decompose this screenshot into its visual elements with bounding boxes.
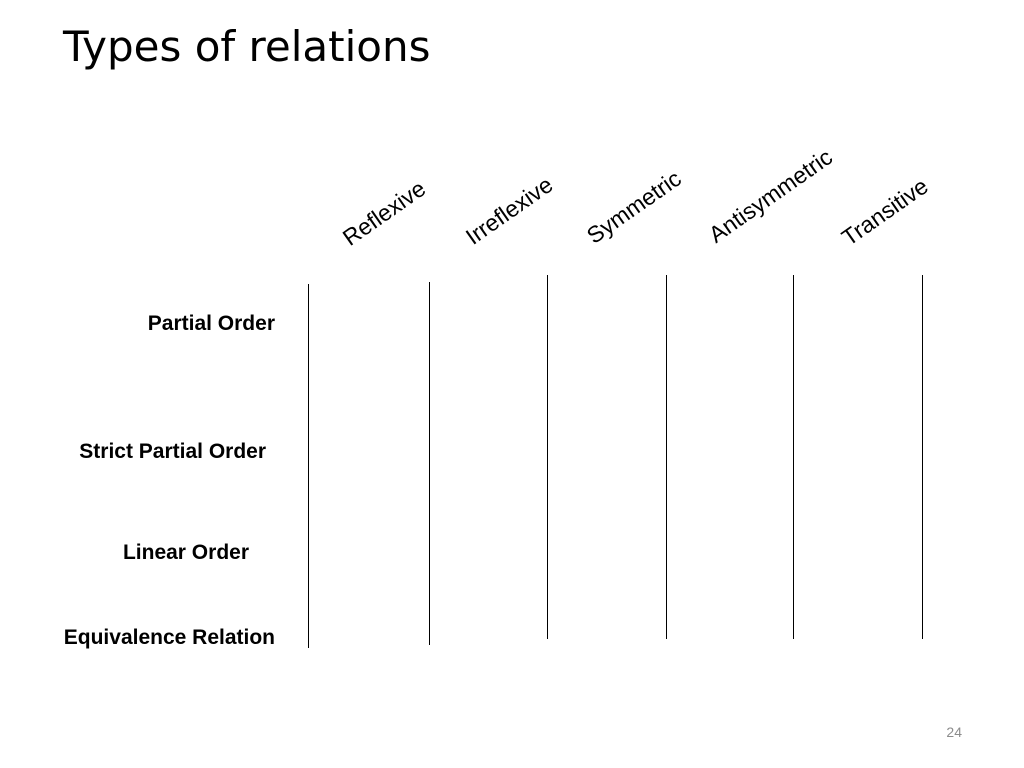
grid-line-6 <box>922 275 923 639</box>
column-header-irreflexive: Irreflexive <box>460 171 558 250</box>
grid-line-2 <box>429 282 430 645</box>
slide-title: Types of relations <box>63 22 431 71</box>
column-header-symmetric: Symmetric <box>581 165 686 249</box>
column-header-antisymmetric: Antisymmetric <box>703 143 838 248</box>
page-number: 24 <box>946 724 962 740</box>
grid-line-5 <box>793 275 794 639</box>
grid-line-1 <box>308 284 309 648</box>
grid-line-3 <box>547 275 548 639</box>
row-label-equivalence-relation: Equivalence Relation <box>63 626 275 649</box>
row-label-partial-order: Partial Order <box>147 312 275 335</box>
row-label-linear-order: Linear Order <box>122 541 249 564</box>
grid-line-4 <box>666 275 667 639</box>
row-label-strict-partial-order: Strict Partial Order <box>79 440 266 463</box>
column-header-reflexive: Reflexive <box>337 175 431 251</box>
column-header-transitive: Transitive <box>836 172 933 251</box>
